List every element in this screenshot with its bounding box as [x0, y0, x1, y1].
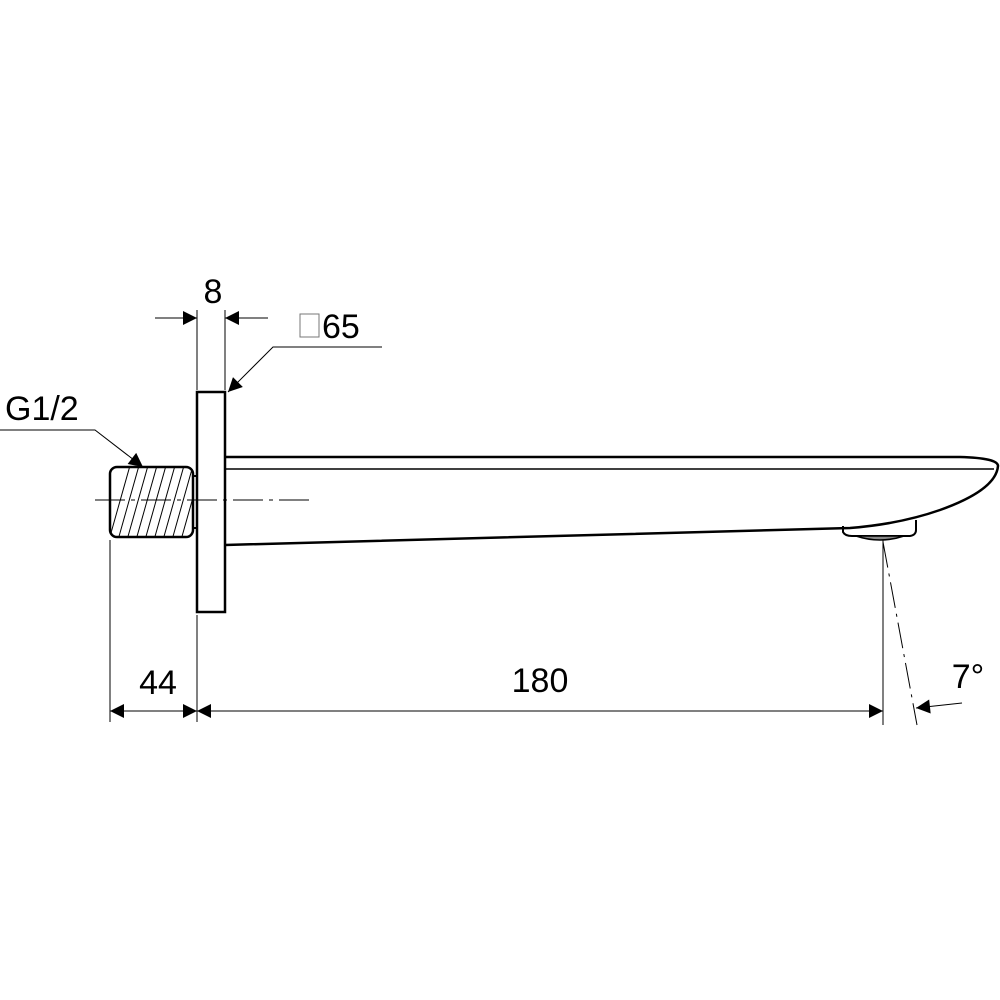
- flange-thickness-label: 8: [204, 273, 223, 311]
- spout-body: [224, 455, 1000, 547]
- wall-flange: [195, 390, 227, 614]
- dimension-outlet-angle: 7°: [882, 541, 985, 726]
- dimension-spout-projection: 180: [197, 540, 884, 725]
- flange-square-label: 65: [322, 308, 360, 346]
- outlet-angle-label: 7°: [952, 658, 985, 696]
- dimension-thread-length: 44: [109, 540, 198, 722]
- dimension-flange-thickness: 8: [155, 273, 268, 390]
- dimension-flange-square: 65: [227, 308, 382, 393]
- thread-label: G1/2: [5, 390, 79, 428]
- thread-callout: G1/2: [0, 390, 144, 468]
- thread-length-label: 44: [139, 664, 177, 702]
- spout-projection-label: 180: [512, 662, 569, 700]
- threaded-connector: [108, 465, 198, 539]
- square-symbol-icon: [299, 313, 320, 338]
